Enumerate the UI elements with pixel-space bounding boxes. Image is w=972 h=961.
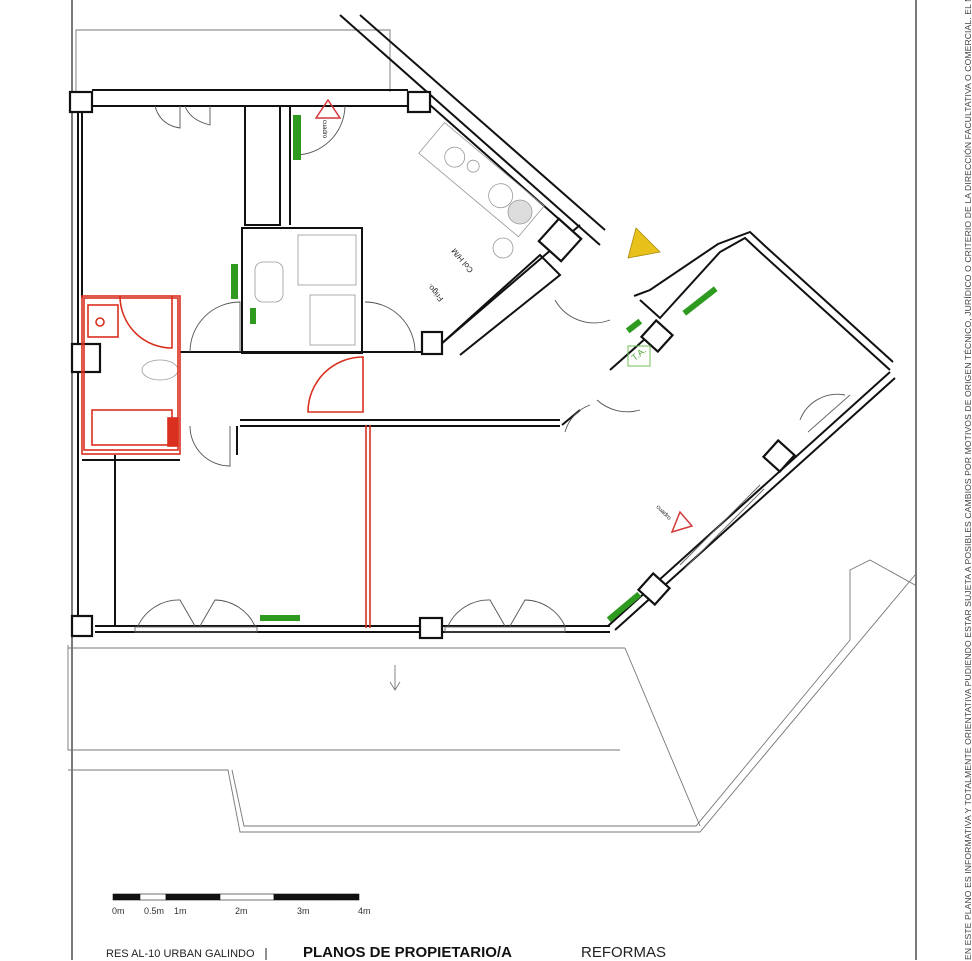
terrace-outline	[67, 29, 916, 833]
columns	[68, 90, 797, 640]
reform-red	[81, 295, 371, 628]
warning-triangle-icon	[670, 510, 694, 534]
label-panel-kitchen: cuadro	[321, 119, 328, 139]
scale-label-2m: 2m	[235, 906, 248, 916]
sheet-frame	[71, 0, 917, 960]
plan-subtitle: REFORMAS	[581, 944, 667, 961]
warning-triangle-filled-icon	[627, 227, 661, 259]
scale-label-4m: 4m	[358, 906, 371, 916]
scale-label-0-5m: 0.5m	[144, 906, 165, 916]
scale-label-3m: 3m	[297, 906, 310, 916]
scale-label-0m: 0m	[112, 906, 125, 916]
warning-triangle-icon	[314, 98, 342, 119]
green-markers	[231, 115, 718, 623]
ta-box	[627, 345, 651, 367]
scale-label-1m: 1m	[174, 906, 187, 916]
fixtures	[141, 121, 545, 381]
scale-bar	[112, 893, 360, 901]
plan-title: PLANOS DE PROPIETARIO/A	[303, 944, 512, 961]
windows	[134, 394, 851, 633]
project-name: RES AL-10 URBAN GALINDO	[106, 948, 255, 960]
walls	[77, 14, 896, 633]
disclaimer-text: EN ESTE PLANO ES INFORMATIVA Y TOTALMENT…	[963, 0, 972, 960]
door-swings	[137, 105, 846, 627]
